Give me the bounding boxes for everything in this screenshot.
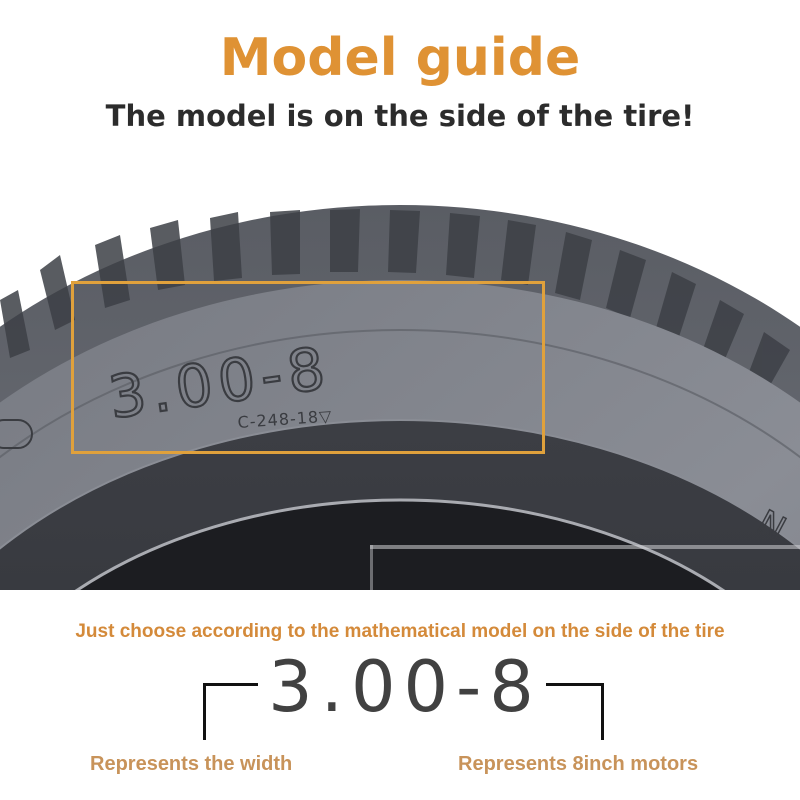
page-title: Model guide (219, 28, 581, 88)
width-bracket-horizontal (203, 683, 258, 686)
rim-size-label: Represents 8inch motors (458, 753, 699, 775)
tire-sidewall-photo: 3.00-8 C-248-18▽ N (0, 150, 800, 590)
width-bracket-vertical (203, 683, 206, 740)
instruction-text: Just choose according to the mathematica… (75, 621, 725, 642)
model-highlight-box (71, 281, 545, 454)
tire-illustration: 3.00-8 C-248-18▽ N (0, 150, 800, 590)
width-label: Represents the width (90, 753, 293, 775)
rim-bracket-horizontal (546, 683, 604, 686)
rim-bracket-vertical (601, 683, 604, 740)
page-subtitle: The model is on the side of the tire! (105, 99, 695, 133)
model-number: 3.00-8 (268, 646, 542, 728)
